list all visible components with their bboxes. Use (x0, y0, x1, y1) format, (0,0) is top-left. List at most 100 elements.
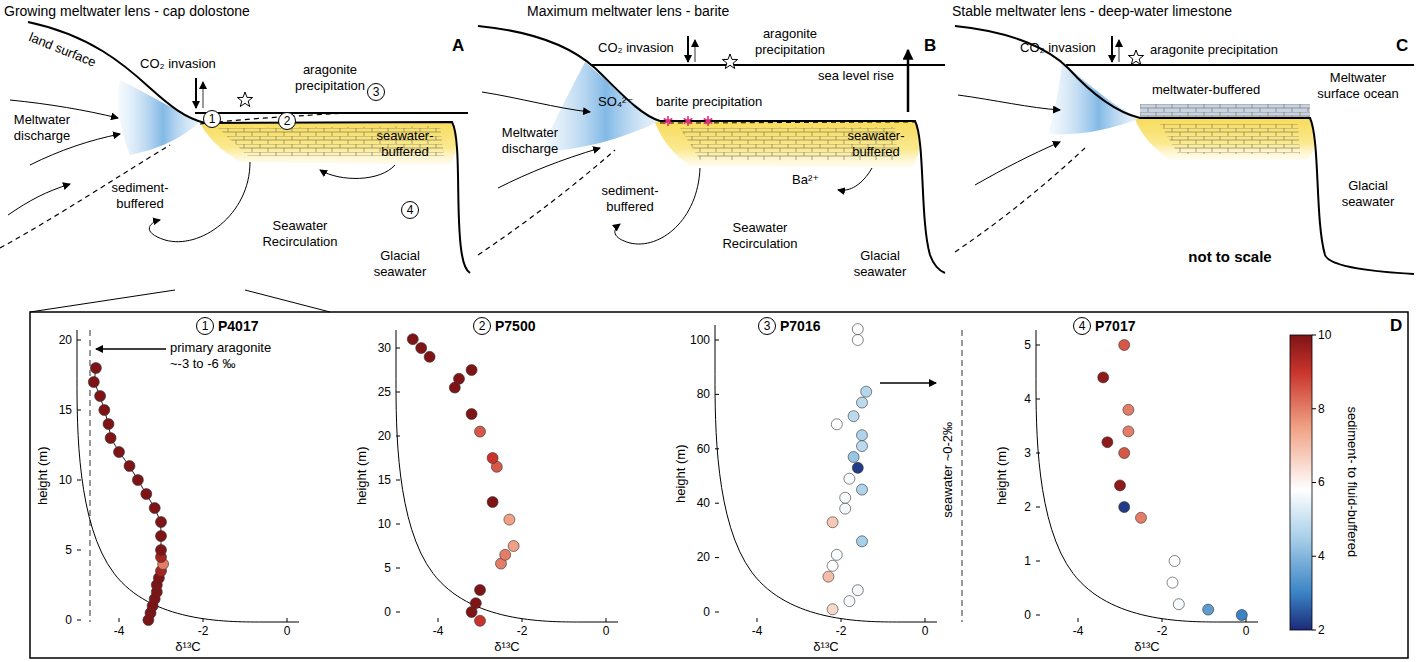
panel-c-cross-section (1140, 104, 1310, 118)
panel-b-cross-section (482, 92, 590, 112)
trend-line (95, 368, 162, 620)
data-point (848, 451, 859, 462)
section-name: P4017 (218, 318, 258, 335)
tick-label: -4 (433, 624, 444, 638)
data-point (857, 430, 868, 441)
tick-label: -4 (1073, 624, 1084, 638)
annotation: seawater ~0-2‰ (940, 422, 956, 518)
annotation: sediment-buffered (104, 180, 176, 211)
panel-b-cross-section (664, 116, 673, 126)
annotation: Ba²⁺ (792, 172, 819, 188)
panel-c-cross-section (1140, 104, 1310, 118)
tick-mark (119, 618, 120, 622)
data-point (1203, 604, 1214, 615)
tick-label: 60 (697, 442, 710, 456)
tick-mark (396, 436, 400, 437)
callout-text: 1 (202, 320, 209, 332)
axis-line (715, 325, 937, 622)
panel-d-frame (96, 348, 166, 350)
annotation: Meltwater discharge (4, 112, 80, 143)
panel-c-cross-section (1128, 50, 1143, 65)
panel-a-cross-section (237, 92, 252, 107)
axis-title: δ¹³C (1134, 639, 1159, 655)
tick-label: 20 (378, 429, 391, 443)
tick-mark (1036, 453, 1040, 454)
data-point (475, 426, 486, 437)
tick-mark (77, 480, 81, 481)
data-point (416, 343, 427, 354)
tick-mark (1312, 408, 1316, 409)
annotation: aragonite precipitation (1150, 42, 1278, 58)
panel-letter: C (1396, 36, 1408, 56)
panel-d-frame (30, 312, 1408, 658)
data-point (454, 373, 465, 384)
data-point (1136, 512, 1147, 523)
data-point (857, 441, 868, 452)
scatter-plot (396, 330, 618, 626)
panel-a-cross-section (200, 122, 457, 165)
data-point (466, 365, 477, 376)
data-point (1123, 404, 1134, 415)
tick-mark (1036, 507, 1040, 508)
tick-mark (77, 340, 81, 341)
tick-mark (715, 448, 719, 449)
tick-label: 2 (1024, 500, 1031, 514)
tick-label: 2 (1318, 623, 1325, 637)
tick-label: -2 (1157, 624, 1168, 638)
data-point (500, 549, 511, 560)
annotation: aragonite precipitation (284, 62, 376, 93)
annotation: Meltwater surface ocean (1308, 70, 1408, 101)
annotation: seawater-buffered (842, 128, 910, 159)
data-point (1173, 599, 1184, 610)
panel-a-cross-section (195, 112, 468, 114)
data-point (852, 324, 863, 335)
data-point (132, 475, 143, 486)
data-point (88, 377, 99, 388)
axis-title: δ¹³C (494, 639, 519, 655)
callout-text: 1 (209, 113, 216, 125)
panel-d-frame (961, 330, 962, 622)
tick-label: 0 (65, 613, 72, 627)
data-point (407, 334, 418, 345)
tick-label: 6 (1318, 475, 1325, 489)
colorbar-label: sediment- to fluid-buffered (1344, 407, 1360, 558)
annotation: Meltwater discharge (492, 125, 568, 156)
panel-b-cross-section (478, 26, 945, 273)
tick-label: 5 (65, 543, 72, 557)
panel-b-cross-section (478, 26, 945, 273)
panel-b-cross-section (655, 122, 919, 168)
tick-label: 4 (1318, 549, 1325, 563)
data-point (156, 517, 167, 528)
tick-mark (715, 340, 719, 341)
callout-number: 4 (401, 201, 419, 219)
data-point (156, 545, 167, 556)
data-point (90, 363, 101, 374)
data-point (844, 473, 855, 484)
callout-number: 1 (203, 110, 221, 128)
panel-c-cross-section (1066, 64, 1414, 66)
axis-title: height (m) (994, 447, 1010, 506)
callout-text: 3 (373, 86, 380, 98)
callout-number: 4 (1073, 317, 1091, 335)
tick-mark (396, 392, 400, 393)
scatter-plot (1036, 330, 1258, 622)
annotation: Glacial seawater (365, 248, 435, 279)
data-point (848, 411, 859, 422)
callout-number: 3 (367, 83, 385, 101)
data-point (103, 419, 114, 430)
tick-mark (606, 618, 607, 622)
data-point (470, 598, 481, 609)
tick-label: 15 (378, 473, 391, 487)
annotation: CO₂ invasion (598, 40, 674, 56)
tick-label: -2 (836, 624, 847, 638)
tick-mark (396, 480, 400, 481)
callout-text: 3 (764, 320, 771, 332)
panel-b-cross-section (684, 116, 693, 126)
tick-mark (438, 618, 439, 622)
tick-mark (715, 503, 719, 504)
panel-title: Maximum meltwater lens - barite (527, 3, 729, 20)
annotation: aragonite precipitation (744, 26, 836, 57)
panel-c-cross-section (1048, 62, 1140, 134)
panel-title: Stable meltwater lens - deep-water limes… (952, 3, 1232, 20)
axis-line (77, 330, 299, 622)
